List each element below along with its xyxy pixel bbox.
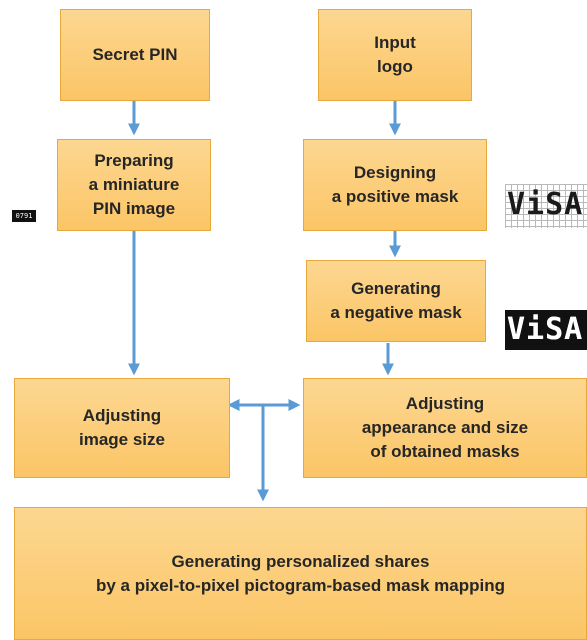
secret-pin-label: Secret PIN xyxy=(92,45,178,64)
secret-pin-box: Secret PIN xyxy=(60,9,210,101)
preparing-pin-image-label: Preparing a miniature PIN image xyxy=(88,151,180,218)
designing-positive-mask-box: Designing a positive mask xyxy=(303,139,487,231)
preparing-pin-image-box: Preparing a miniature PIN image xyxy=(57,139,211,231)
positive-mask-image: ViSA xyxy=(505,184,587,228)
adjusting-masks-label: Adjusting appearance and size of obtaine… xyxy=(361,394,529,461)
generating-negative-mask-label: Generating a negative mask xyxy=(330,279,462,322)
generating-shares-label: Generating personalized shares by a pixe… xyxy=(95,551,506,595)
adjusting-image-size-label: Adjusting image size xyxy=(79,406,165,449)
negative-mask-image: ViSA xyxy=(505,310,587,350)
adjusting-image-size-box: Adjusting image size xyxy=(14,378,230,478)
input-logo-box: Input logo xyxy=(318,9,472,101)
pin-miniature-image: 0791 xyxy=(12,210,36,222)
designing-positive-mask-label: Designing a positive mask xyxy=(331,163,459,206)
adjusting-masks-box: Adjusting appearance and size of obtaine… xyxy=(303,378,587,478)
generating-negative-mask-box: Generating a negative mask xyxy=(306,260,486,342)
generating-shares-box: Generating personalized shares by a pixe… xyxy=(14,507,587,640)
input-logo-label: Input logo xyxy=(374,33,416,76)
